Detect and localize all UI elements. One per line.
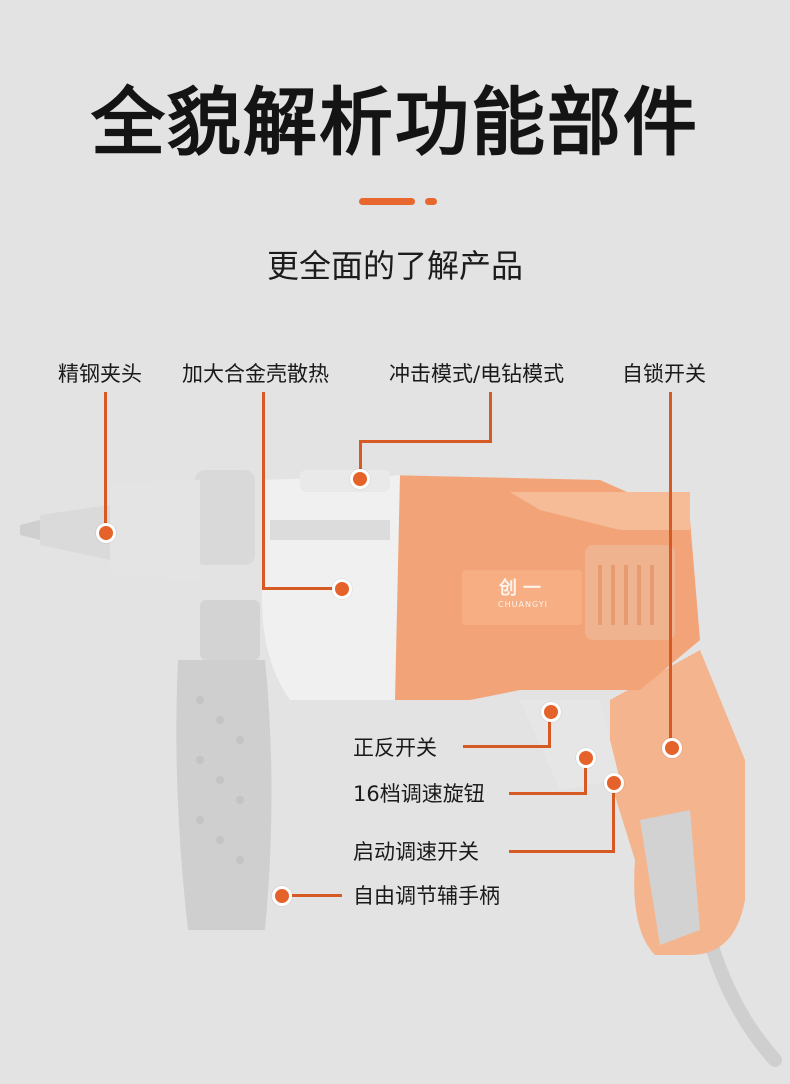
label-housing: 加大合金壳散热	[182, 362, 329, 386]
leader-speed-knob-horizontal	[509, 792, 587, 795]
marker-speed-knob	[576, 748, 596, 768]
leader-mode-horizontal	[359, 440, 492, 443]
leader-reverse-horizontal	[463, 745, 551, 748]
leader-speed-knob-vertical	[584, 764, 587, 795]
accent-bar	[359, 198, 415, 205]
brand-logo-sub: CHUANGYI	[498, 600, 548, 609]
label-trigger: 启动调速开关	[353, 840, 479, 864]
marker-lock	[662, 738, 682, 758]
brand-logo: 创一	[499, 578, 547, 599]
marker-trigger	[604, 773, 624, 793]
label-handle: 自由调节辅手柄	[353, 884, 500, 908]
marker-housing	[332, 579, 352, 599]
page-title: 全貌解析功能部件	[91, 80, 699, 166]
leader-housing-vertical	[262, 392, 265, 589]
marker-mode	[350, 469, 370, 489]
leader-housing-horizontal	[262, 587, 334, 590]
label-reverse: 正反开关	[353, 736, 437, 760]
marker-chuck	[96, 523, 116, 543]
marker-reverse	[541, 702, 561, 722]
label-mode: 冲击模式/电钻模式	[389, 362, 565, 386]
marker-handle	[272, 886, 292, 906]
leader-reverse-vertical	[548, 718, 551, 748]
leader-mode-vertical	[489, 392, 492, 442]
leader-lock	[669, 392, 672, 739]
accent-dot	[425, 198, 437, 205]
leader-mode-drop	[359, 440, 362, 470]
leader-handle	[292, 894, 342, 897]
leader-chuck	[104, 392, 107, 524]
label-lock: 自锁开关	[622, 362, 706, 386]
leader-trigger-vertical	[612, 790, 615, 853]
label-chuck: 精钢夹头	[58, 362, 142, 386]
page-subtitle: 更全面的了解产品	[266, 247, 523, 285]
label-speed-knob: 16档调速旋钮	[353, 782, 485, 806]
leader-trigger-horizontal	[509, 850, 615, 853]
